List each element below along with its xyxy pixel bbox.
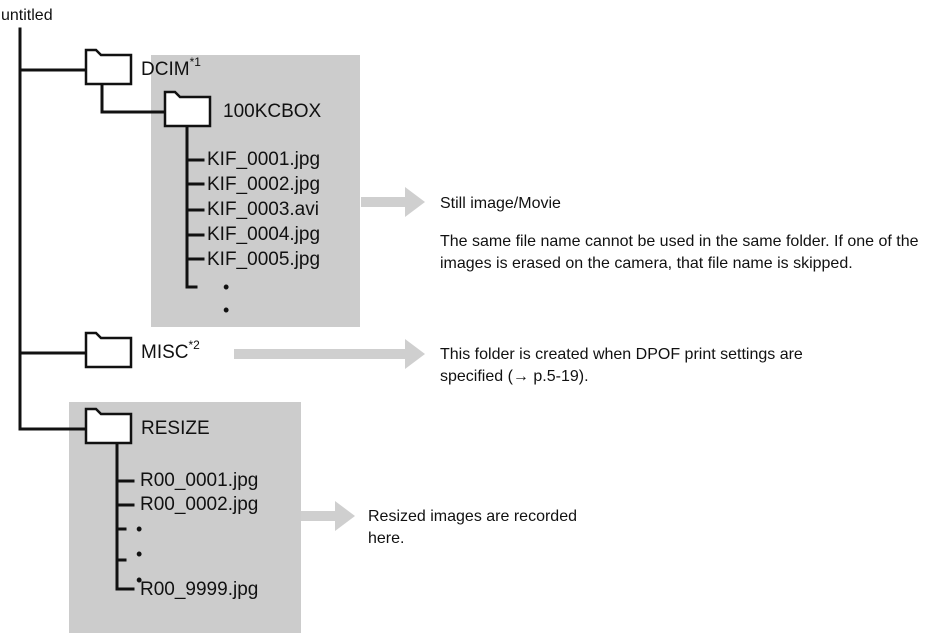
- ellipsis-bullet: •: [136, 519, 143, 539]
- footnote-mark-2: *2: [188, 338, 200, 352]
- footnote-mark-1: *1: [189, 55, 201, 69]
- file-item: R00_9999.jpg: [140, 579, 259, 600]
- folder-resize-label: RESIZE: [141, 418, 210, 439]
- file-item: R00_0002.jpg: [140, 494, 259, 515]
- folder-dcim-name: DCIM: [141, 59, 190, 80]
- file-item: KIF_0004.jpg: [207, 224, 321, 245]
- folder-dcim-label: DCIM*1: [141, 56, 201, 80]
- pointer-arrows: [234, 187, 425, 531]
- ellipsis-bullet: •: [136, 544, 143, 564]
- file-item: KIF_0001.jpg: [207, 149, 321, 170]
- file-item: KIF_0003.avi: [207, 199, 319, 220]
- ellipsis-bullet: •: [136, 570, 143, 590]
- root-label: untitled: [1, 7, 53, 24]
- arrow-resize-icon: [301, 501, 355, 531]
- tree-connectors: [18, 27, 205, 591]
- folder-icons: [84, 48, 212, 445]
- resize-trunk: [115, 441, 135, 591]
- folder-icon: [84, 331, 133, 369]
- note-still-title: Still image/Movie: [440, 195, 561, 212]
- arrow-still-icon: [361, 187, 425, 217]
- folder-100kcbox-label: 100KCBOX: [223, 101, 322, 122]
- folder-misc-label: MISC*2: [141, 339, 200, 363]
- file-item: R00_0001.jpg: [140, 470, 259, 491]
- arrow-misc-icon: [234, 339, 425, 369]
- note-resize: Resized images are recorded here.: [368, 508, 577, 547]
- file-item: KIF_0005.jpg: [207, 249, 321, 270]
- folder-icon: [163, 90, 212, 128]
- folder-icon: [84, 48, 133, 86]
- dcim-stem: [100, 82, 166, 114]
- ellipsis-bullet: •: [223, 300, 230, 320]
- note-still-body: The same file name cannot be used in the…: [440, 233, 919, 272]
- ellipsis-bullet: •: [223, 277, 230, 297]
- note-misc: This folder is created when DPOF print s…: [440, 346, 803, 385]
- folder-icon: [84, 407, 133, 445]
- folder-misc-name: MISC: [141, 342, 189, 363]
- file-item: KIF_0002.jpg: [207, 174, 321, 195]
- kcbox-trunk: [185, 126, 198, 289]
